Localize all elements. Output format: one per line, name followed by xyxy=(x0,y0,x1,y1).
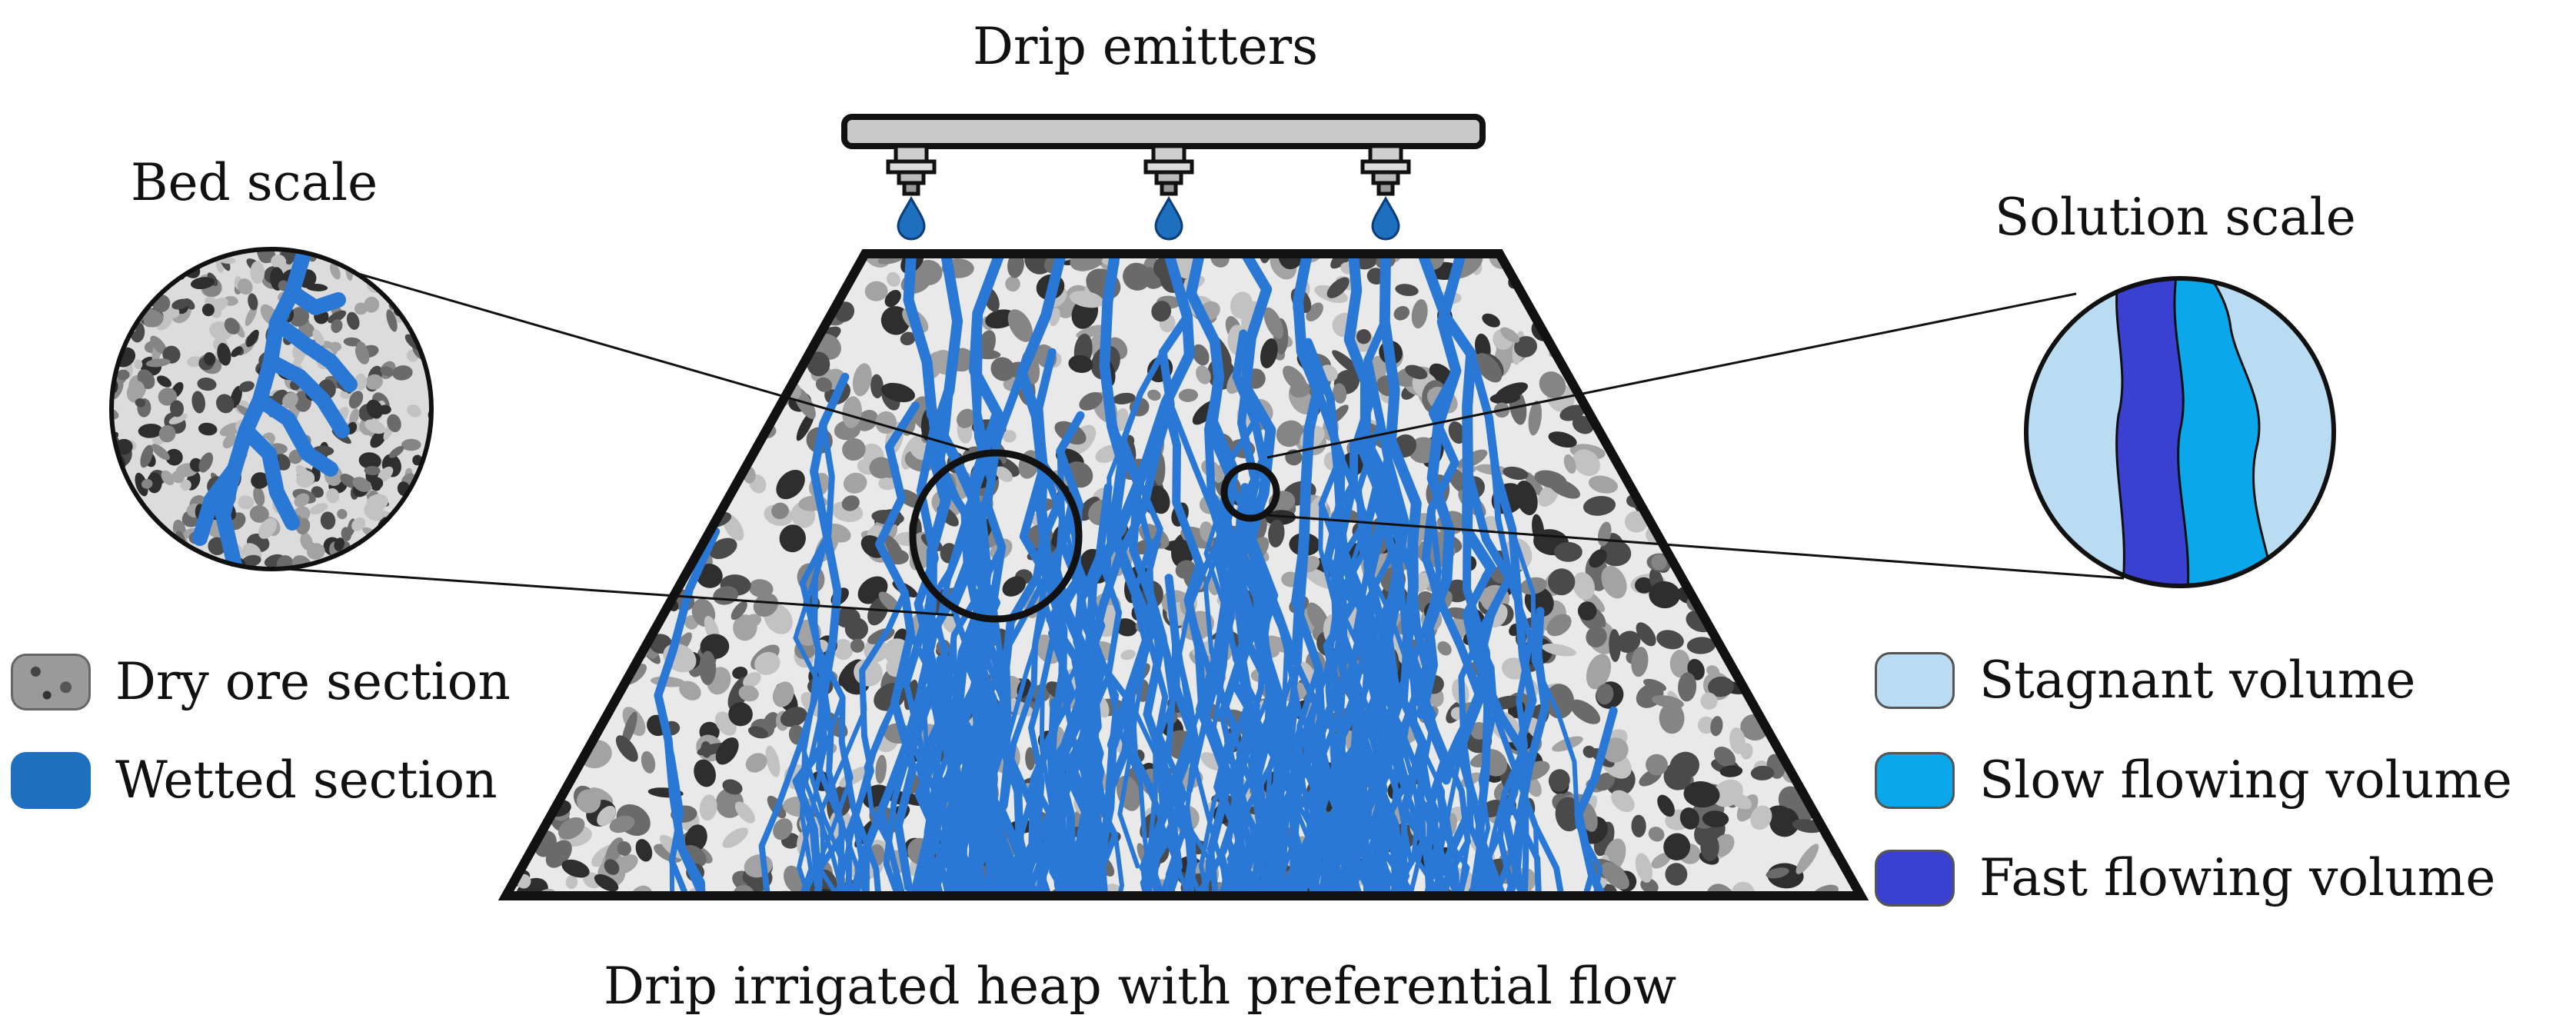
legend-label: Wetted section xyxy=(115,750,498,810)
solution-scale-inset xyxy=(2024,276,2336,588)
solution-scale-zoom-circle xyxy=(1220,462,1280,522)
blue-swatch-icon xyxy=(11,752,91,809)
legend-label: Dry ore section xyxy=(115,652,511,711)
water-drop-icon xyxy=(897,195,926,241)
fast-flow-region xyxy=(2115,278,2190,586)
cyan-swatch-icon xyxy=(1875,752,1955,809)
bed-zoom-line-bottom xyxy=(230,564,954,617)
legend-item-dry-ore: Dry ore section xyxy=(11,654,511,711)
heap xyxy=(498,249,1869,900)
solution-scale-label: Solution scale xyxy=(1995,188,2356,247)
supply-pipe xyxy=(841,114,1486,149)
legend-item-stagnant: Stagnant volume xyxy=(1875,652,2415,709)
legend-item-wetted: Wetted section xyxy=(11,752,498,809)
legend-item-fast: Fast flowing volume xyxy=(1875,850,2495,907)
legend-label: Stagnant volume xyxy=(1979,651,2416,710)
water-drop-icon xyxy=(1371,195,1400,241)
heap-outline xyxy=(498,249,1869,900)
legend-item-slow: Slow flowing volume xyxy=(1875,752,2512,809)
legend-label: Slow flowing volume xyxy=(1979,750,2512,810)
bed-zoom-line-top xyxy=(341,268,970,451)
solution-zoom-line-bottom xyxy=(1266,514,2125,580)
preferential-flow-channels xyxy=(654,254,1619,896)
zoom-lines xyxy=(230,268,2125,617)
emitter-nozzle xyxy=(886,144,937,196)
heap-caption: Drip irrigated heap with preferential fl… xyxy=(604,957,1677,1016)
drip-emitters-label: Drip emitters xyxy=(973,17,1319,76)
bed-scale-label: Bed scale xyxy=(131,153,378,212)
solution-zoom-line-top xyxy=(1266,292,2077,459)
bed-scale-zoom-circle xyxy=(909,449,1083,623)
drip-emitters xyxy=(841,114,1486,241)
bed-scale-inset xyxy=(109,247,434,571)
water-drop-icon xyxy=(1154,195,1183,241)
emitter-nozzle xyxy=(1143,144,1194,196)
legend-label: Fast flowing volume xyxy=(1979,848,2496,907)
emitter-nozzle xyxy=(1360,144,1411,196)
ore-texture-swatch-icon xyxy=(11,654,91,711)
indigo-swatch-icon xyxy=(1875,850,1955,907)
pale-blue-swatch-icon xyxy=(1875,652,1955,709)
